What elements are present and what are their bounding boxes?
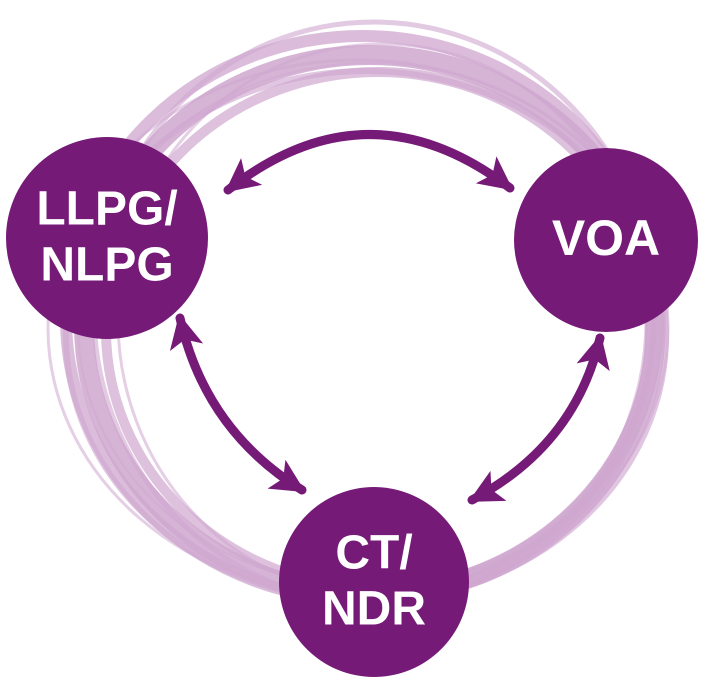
node-circle — [6, 137, 208, 339]
node-label-line2: NLPG — [40, 239, 173, 292]
node-llpg-nlpg: LLPG/ NLPG — [6, 137, 208, 339]
node-voa: VOA — [514, 148, 698, 332]
arrow-llpg-ctndr — [169, 313, 307, 495]
node-circle — [514, 148, 698, 332]
node-label-line1: VOA — [552, 210, 660, 266]
node-label-line1: CT/ — [335, 527, 412, 580]
node-circle — [279, 487, 469, 677]
node-label-line2: NDR — [322, 583, 426, 636]
arrow-llpg-voa — [223, 130, 515, 195]
arrows — [169, 130, 610, 505]
node-ct-ndr: CT/ NDR — [279, 487, 469, 677]
node-label-line1: LLPG/ — [36, 183, 177, 236]
arrow-voa-ctndr — [467, 333, 610, 505]
